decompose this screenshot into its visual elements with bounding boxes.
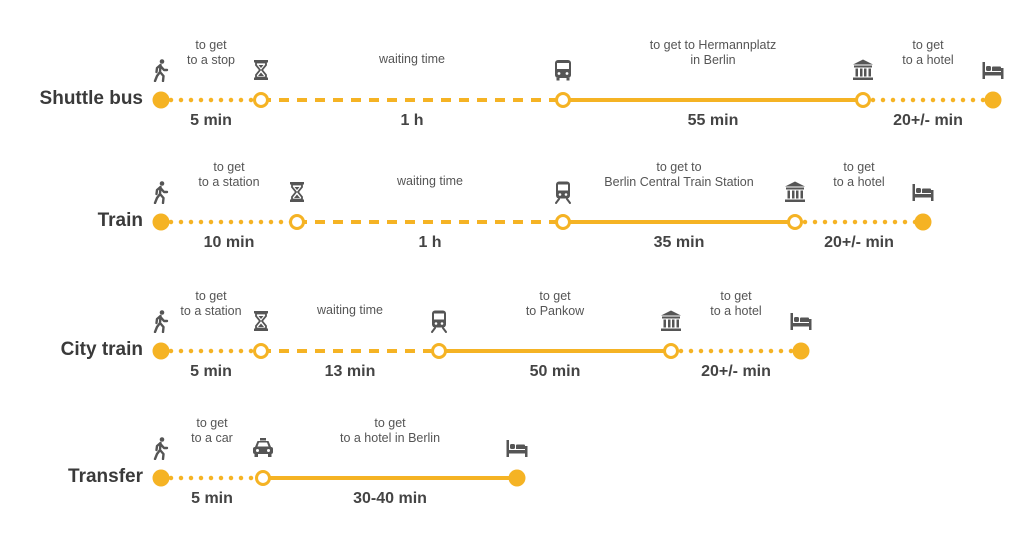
- stop-ring-marker: [431, 343, 447, 359]
- route-start-marker: [152, 469, 170, 487]
- stop-ring-marker: [253, 92, 269, 108]
- bed-icon: [505, 436, 529, 460]
- stop-ring-marker: [555, 214, 571, 230]
- segment-description: waiting time: [379, 52, 445, 66]
- segment-description: to get to Hermannplatz in Berlin: [649, 38, 777, 67]
- walk-icon: [149, 180, 173, 204]
- stop-ring-marker: [289, 214, 305, 230]
- bed-icon: [981, 58, 1005, 82]
- route-end-marker: [914, 213, 932, 231]
- segment-description: to get to a hotel in Berlin: [339, 416, 441, 445]
- segment-description: waiting time: [397, 174, 463, 188]
- segment-description: to get to Pankow: [525, 289, 585, 318]
- walk-icon: [149, 436, 173, 460]
- building-icon: [659, 309, 683, 333]
- segment-duration: 55 min: [687, 112, 739, 129]
- walk-icon: [149, 309, 173, 333]
- segment-duration: 5 min: [191, 490, 233, 507]
- route-name: Train: [97, 210, 143, 231]
- stop-ring-marker: [253, 343, 269, 359]
- segment-description: to get to a station: [198, 160, 260, 189]
- segment-duration: 35 min: [653, 234, 705, 251]
- segment-description: to get to a car: [191, 416, 233, 445]
- taxi-icon: [251, 436, 275, 460]
- train-icon: [551, 180, 575, 204]
- stop-ring-marker: [255, 470, 271, 486]
- route-start-marker: [152, 342, 170, 360]
- route-end-marker: [792, 342, 810, 360]
- segment-duration: 5 min: [190, 363, 232, 380]
- train-icon: [427, 309, 451, 333]
- route-end-marker: [508, 469, 526, 487]
- segment-duration: 1 h: [400, 112, 424, 129]
- route-name: City train: [60, 339, 143, 360]
- segment-duration: 50 min: [529, 363, 581, 380]
- segment-description: to get to a hotel: [833, 160, 885, 189]
- segment-duration: 20+/- min: [824, 234, 894, 251]
- hourglass-icon: [285, 180, 309, 204]
- segment-description: to get to a hotel: [710, 289, 762, 318]
- building-icon: [851, 58, 875, 82]
- segment-duration: 30-40 min: [353, 490, 427, 507]
- segment-duration: 5 min: [190, 112, 232, 129]
- building-icon: [783, 180, 807, 204]
- walk-icon: [149, 58, 173, 82]
- segment-duration: 1 h: [418, 234, 442, 251]
- route-name: Shuttle bus: [39, 88, 143, 109]
- stop-ring-marker: [663, 343, 679, 359]
- route-name: Transfer: [68, 466, 143, 487]
- route-start-marker: [152, 213, 170, 231]
- bed-icon: [789, 309, 813, 333]
- segment-description: to get to a hotel: [902, 38, 954, 67]
- segment-duration: 10 min: [203, 234, 255, 251]
- stop-ring-marker: [787, 214, 803, 230]
- segment-description: waiting time: [317, 303, 383, 317]
- segment-description: to get to Berlin Central Train Station: [604, 160, 754, 189]
- stop-ring-marker: [555, 92, 571, 108]
- segment-duration: 20+/- min: [893, 112, 963, 129]
- bus-icon: [551, 58, 575, 82]
- stop-ring-marker: [855, 92, 871, 108]
- segment-duration: 13 min: [324, 363, 376, 380]
- bed-icon: [911, 180, 935, 204]
- segment-duration: 20+/- min: [701, 363, 771, 380]
- segment-description: to get to a station: [180, 289, 242, 318]
- segment-description: to get to a stop: [187, 38, 235, 67]
- route-start-marker: [152, 91, 170, 109]
- hourglass-icon: [249, 58, 273, 82]
- hourglass-icon: [249, 309, 273, 333]
- route-end-marker: [984, 91, 1002, 109]
